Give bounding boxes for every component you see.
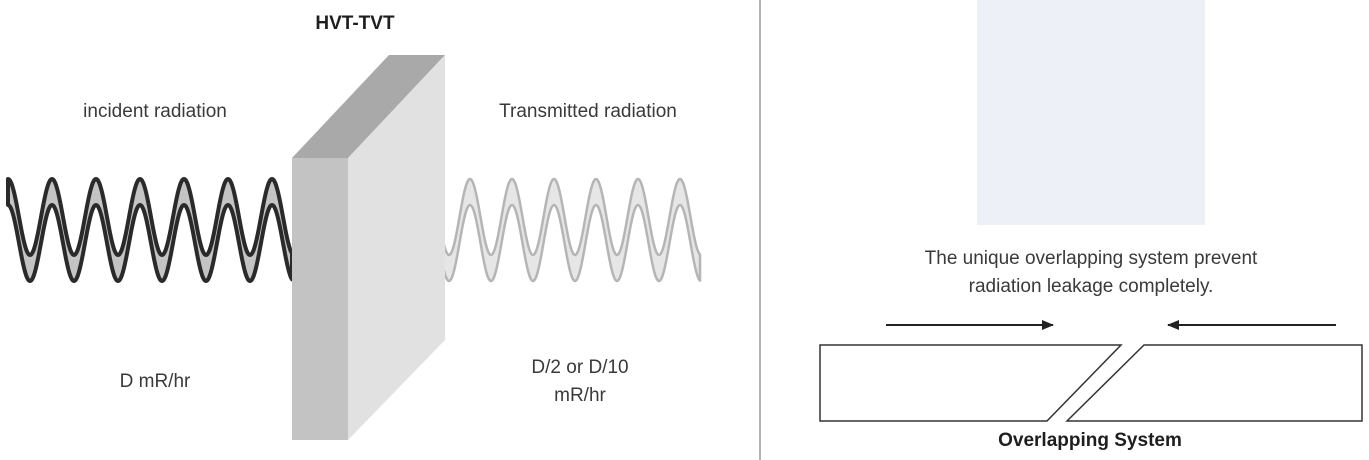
overlap-caption-line2: radiation leakage completely. xyxy=(968,276,1214,297)
transmitted-radiation-wave xyxy=(426,177,702,283)
incident-radiation-wave xyxy=(6,177,294,283)
overlap-panel-right xyxy=(1065,344,1363,422)
product-image-placeholder xyxy=(977,0,1205,225)
barrier-front-face xyxy=(292,158,348,440)
barrier-side-face xyxy=(348,55,445,440)
transmitted-dose-line1: D/2 or D/10 xyxy=(531,357,629,378)
overlap-panel-left xyxy=(819,344,1123,422)
overlap-caption-line1: The unique overlapping system prevent xyxy=(924,248,1258,269)
shielding-barrier xyxy=(292,55,445,440)
diagram-title-hvt-tvt: HVT-TVT xyxy=(315,13,395,34)
incident-radiation-label: incident radiation xyxy=(83,101,227,122)
overlapping-system-title: Overlapping System xyxy=(998,430,1182,451)
incident-dose-label: D mR/hr xyxy=(119,371,191,392)
transmitted-radiation-label: Transmitted radiation xyxy=(499,101,677,122)
barrier-top-face xyxy=(292,55,445,158)
transmitted-dose-line2: mR/hr xyxy=(554,385,606,406)
